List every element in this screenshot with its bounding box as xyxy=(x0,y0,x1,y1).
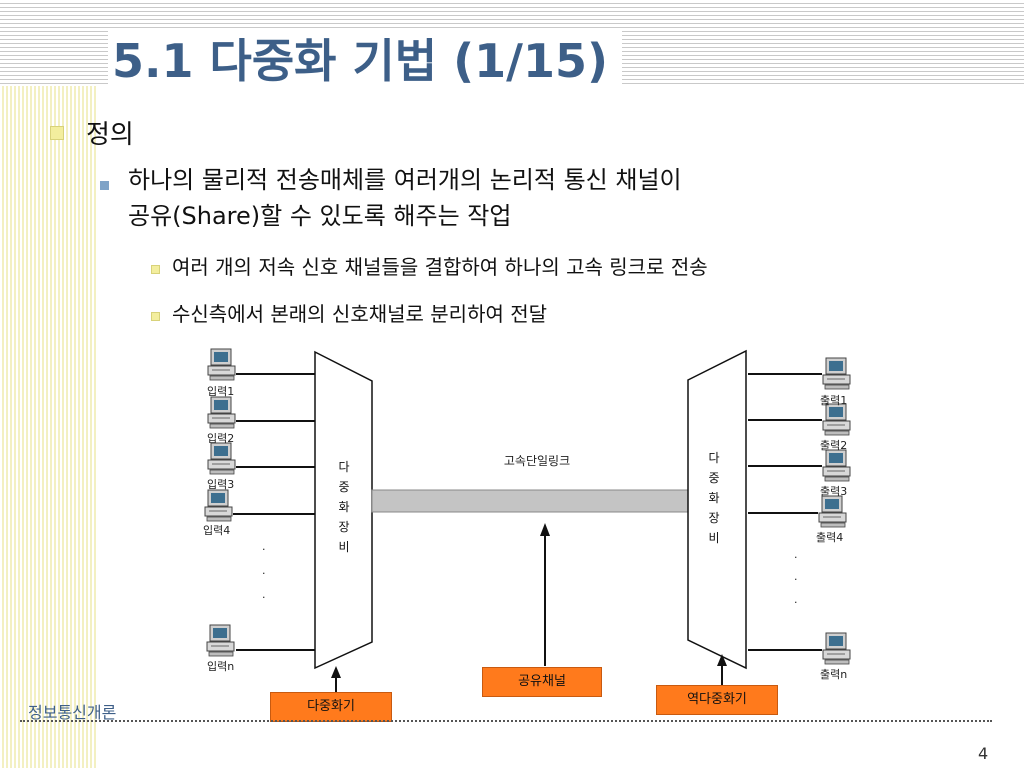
title-number: 5.1 xyxy=(112,34,194,88)
input-ellipsis-dot: . xyxy=(262,540,266,553)
footer-divider xyxy=(20,720,992,722)
bullet-l1-text: 정의 xyxy=(86,120,134,150)
demux-label-char: 비 xyxy=(708,531,719,545)
output-ellipsis-dot: . xyxy=(794,593,798,606)
demultiplexer-device xyxy=(687,349,747,670)
output-computer-icon xyxy=(822,357,851,390)
bullet-l3a-text: 여러 개의 저속 신호 채널들을 결합하여 하나의 고속 링크로 전송 xyxy=(172,255,708,279)
bullet-l3a-marker xyxy=(151,265,160,274)
title-text: 다중화 기법 xyxy=(209,34,438,88)
input-label-2: 입력2 xyxy=(207,432,234,445)
demux-label-char: 다 xyxy=(708,451,719,465)
output-label-1: 출력1 xyxy=(820,394,847,407)
mux-label-char: 화 xyxy=(338,500,349,514)
output-ellipsis-dot: . xyxy=(794,570,798,583)
high-speed-link xyxy=(371,489,689,513)
input-computer-icon xyxy=(207,348,236,381)
input-computer-icon xyxy=(207,396,236,429)
input-ellipsis-dot: . xyxy=(262,588,266,601)
output-label-n: 출력n xyxy=(820,668,847,681)
output-label-4: 출력4 xyxy=(816,531,843,544)
output-computer-icon xyxy=(822,449,851,482)
mux-label-char: 중 xyxy=(338,480,349,494)
output-label-2: 출력2 xyxy=(820,439,847,452)
mux-box: 다중화기 xyxy=(270,692,392,722)
multiplexer-device xyxy=(314,350,373,670)
sidebar-stripes xyxy=(0,86,96,768)
footer-course-title: 정보통신개론 xyxy=(28,703,117,722)
input-computer-icon xyxy=(207,442,236,475)
mux-label-char: 비 xyxy=(338,540,349,554)
input-label-1: 입력1 xyxy=(207,385,234,398)
input-computer-icon xyxy=(204,489,233,522)
demux-label-char: 화 xyxy=(708,491,719,505)
bullet-l2-marker xyxy=(100,181,109,190)
input-ellipsis-dot: . xyxy=(262,564,266,577)
demux-box: 역다중화기 xyxy=(656,685,778,715)
output-label-3: 출력3 xyxy=(820,485,847,498)
demux-label-char: 중 xyxy=(708,471,719,485)
input-label-n: 입력n xyxy=(207,660,234,673)
output-computer-icon xyxy=(822,632,851,665)
input-label-4: 입력4 xyxy=(203,524,230,537)
mux-label-char: 다 xyxy=(338,460,349,474)
bullet-l3b-text: 수신측에서 본래의 신호채널로 분리하여 전달 xyxy=(172,302,548,326)
shared-channel-arrowhead xyxy=(540,523,550,536)
page-number: 4 xyxy=(978,744,989,763)
output-computer-icon xyxy=(822,403,851,436)
title-part: (1/15) xyxy=(453,34,609,88)
slide-title: 5.1 다중화 기법 (1/15) xyxy=(108,28,623,94)
bullet-l2-line1: 하나의 물리적 전송매체를 여러개의 논리적 통신 채널이 xyxy=(128,166,682,194)
shared-channel-box: 공유채널 xyxy=(482,667,602,697)
input-computer-icon xyxy=(206,624,235,657)
bullet-l2-line2: 공유(Share)할 수 있도록 해주는 작업 xyxy=(128,202,512,230)
demux-label-char: 장 xyxy=(708,511,719,525)
output-computer-icon xyxy=(818,495,847,528)
mux-arrowhead xyxy=(331,666,341,678)
mux-label-char: 장 xyxy=(338,520,349,534)
bullet-l1-marker xyxy=(50,126,64,140)
output-ellipsis-dot: . xyxy=(794,548,798,561)
bullet-l3b-marker xyxy=(151,312,160,321)
link-label: 고속단일링크 xyxy=(504,454,570,468)
demux-arrowhead xyxy=(717,654,727,666)
input-label-3: 입력3 xyxy=(207,478,234,491)
